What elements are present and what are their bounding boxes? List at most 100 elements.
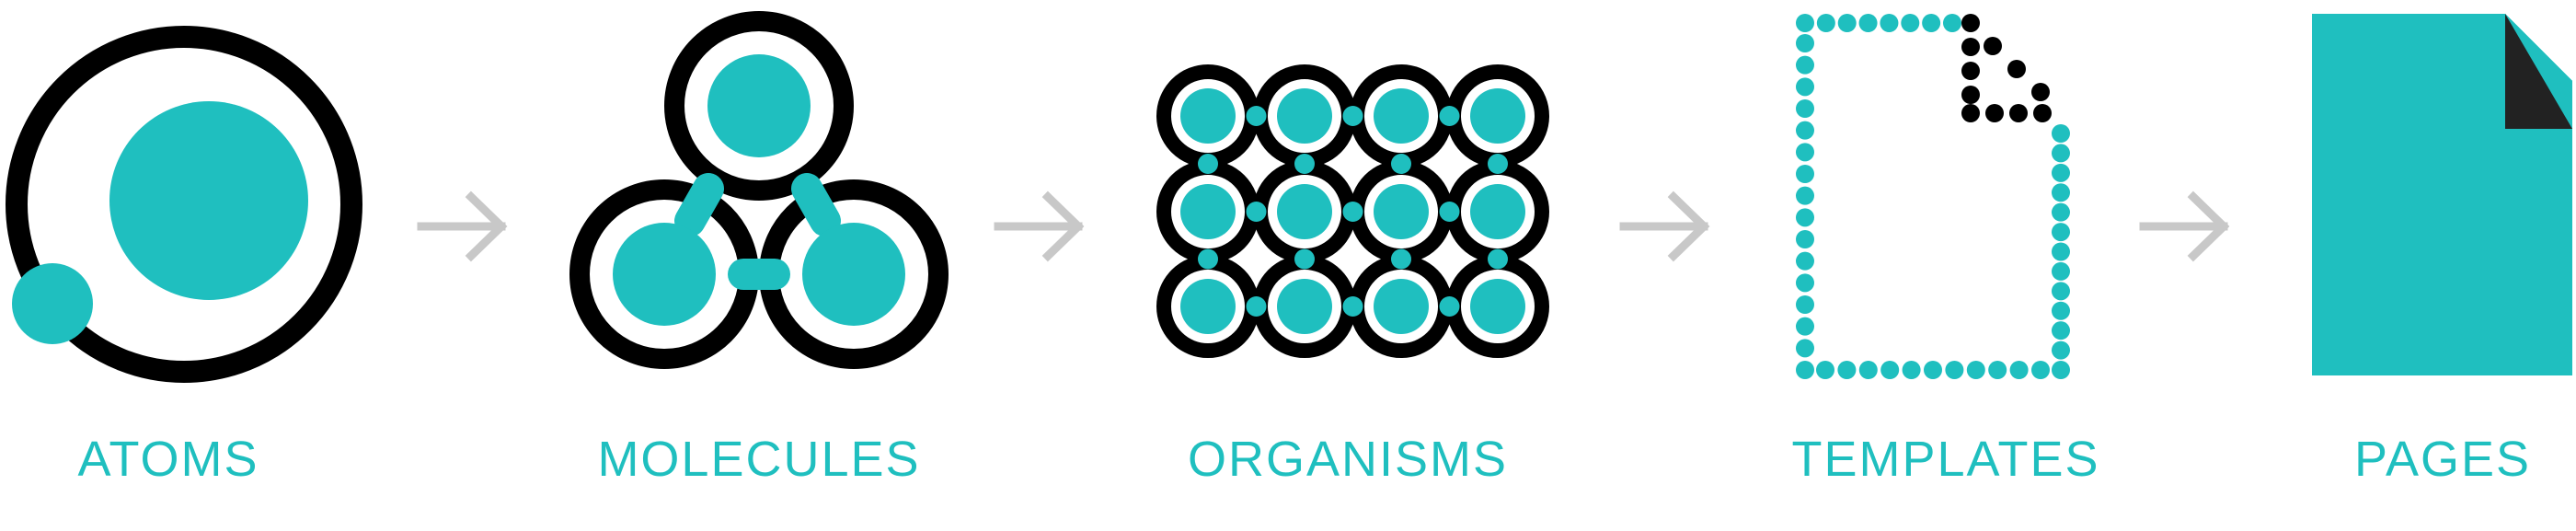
template-dot <box>1796 230 1814 248</box>
template-dot <box>2031 361 2050 379</box>
organism-cell-core <box>1180 88 1236 144</box>
organism-cell-core <box>1277 88 1332 144</box>
organism-cell-core <box>1374 184 1429 239</box>
template-dot <box>1796 165 1814 183</box>
template-dot <box>1943 14 1961 32</box>
organism-connector <box>1488 154 1508 174</box>
template-dot <box>2052 183 2070 202</box>
organism-connector <box>1391 154 1411 174</box>
template-dot <box>1988 361 2007 379</box>
template-dot <box>2052 124 2070 143</box>
organism-cell-core <box>1180 279 1236 334</box>
stage-label-atoms: ATOMS <box>77 432 259 487</box>
template-dot <box>1924 361 1942 379</box>
template-dot <box>1796 121 1814 140</box>
organism-cell-core <box>1374 279 1429 334</box>
organism-connector <box>1488 248 1508 270</box>
organism-connector <box>1439 296 1460 317</box>
organism-cell-core <box>1180 184 1236 239</box>
organism-connector <box>1246 296 1267 317</box>
template-dot <box>1961 62 1980 80</box>
template-dot <box>1880 361 1900 379</box>
template-dot <box>2033 104 2052 122</box>
template-dot <box>2009 361 2029 379</box>
page-icon <box>2312 14 2572 375</box>
arrow-icon <box>2139 190 2230 262</box>
template-dot <box>1796 99 1814 118</box>
organism-cell-core <box>1277 279 1332 334</box>
template-dot <box>2031 83 2050 101</box>
template-dot <box>1796 295 1814 314</box>
template-dot <box>2052 144 2070 163</box>
template-dot <box>1796 77 1814 97</box>
organism-connector <box>1198 248 1218 270</box>
organism-connector <box>1439 106 1460 126</box>
template-icon <box>1796 14 2070 379</box>
atom-icon <box>6 26 362 383</box>
template-dot <box>1880 14 1899 32</box>
template-dot <box>1796 55 1814 75</box>
template-dot <box>1961 14 1980 32</box>
template-dot <box>2052 321 2070 341</box>
organism-connector <box>1198 154 1218 174</box>
template-dot <box>1837 361 1857 379</box>
template-dot <box>2052 223 2070 242</box>
template-dot <box>2009 104 2028 122</box>
template-dot <box>1901 14 1920 32</box>
template-dot <box>2052 242 2070 261</box>
template-dot <box>1858 361 1878 379</box>
molecule-icon <box>569 11 949 369</box>
template-dot <box>1837 14 1857 32</box>
template-dot <box>2052 163 2070 182</box>
template-dot <box>2052 282 2070 301</box>
template-dot <box>2052 341 2070 360</box>
organism-cell-core <box>1470 88 1525 144</box>
template-dot <box>1796 361 1814 379</box>
template-dot <box>2052 261 2070 281</box>
organism-connector <box>1342 202 1363 222</box>
template-dot <box>1796 339 1814 358</box>
organism-connector <box>1294 154 1315 174</box>
stage-label-molecules: MOLECULES <box>597 432 921 487</box>
arrow-icon <box>1619 190 1710 262</box>
organism-cell-core <box>1470 184 1525 239</box>
organism-connector <box>1246 106 1267 126</box>
stage-label-organisms: ORGANISMS <box>1187 432 1509 487</box>
template-dot <box>2007 60 2026 78</box>
template-dot <box>1902 361 1921 379</box>
organism-cell-core <box>1277 184 1332 239</box>
template-dot <box>1796 14 1814 32</box>
template-dot <box>2052 361 2070 379</box>
organism-connector <box>1391 248 1411 270</box>
arrow-icon <box>417 190 508 262</box>
template-dot <box>1816 14 1835 32</box>
arrow-icon <box>994 190 1085 262</box>
organism-icon <box>1156 64 1549 358</box>
template-dot <box>1961 86 1980 104</box>
template-dot <box>1961 104 1980 122</box>
template-dot <box>1816 361 1834 379</box>
organism-connector <box>1246 202 1267 222</box>
organism-connector <box>1342 106 1363 126</box>
template-dot <box>1796 208 1814 227</box>
organism-cell-core <box>1470 279 1525 334</box>
template-dot <box>1961 38 1980 56</box>
template-dot <box>1796 251 1814 271</box>
template-dot <box>1985 104 2004 122</box>
stage-label-pages: PAGES <box>2353 432 2532 487</box>
organism-connector <box>1342 296 1363 317</box>
template-dot <box>2052 301 2070 320</box>
organism-connector <box>1439 202 1460 222</box>
template-dot <box>1796 34 1814 52</box>
organism-cell-core <box>1374 88 1429 144</box>
template-dot <box>1945 361 1964 379</box>
template-dot <box>2052 202 2070 222</box>
stage-label-templates: TEMPLATES <box>1791 432 2100 487</box>
template-dot <box>1922 14 1941 32</box>
template-dot <box>1796 143 1814 162</box>
template-dot <box>1796 317 1814 336</box>
template-dot <box>1858 14 1878 32</box>
template-dot <box>1966 361 1985 379</box>
